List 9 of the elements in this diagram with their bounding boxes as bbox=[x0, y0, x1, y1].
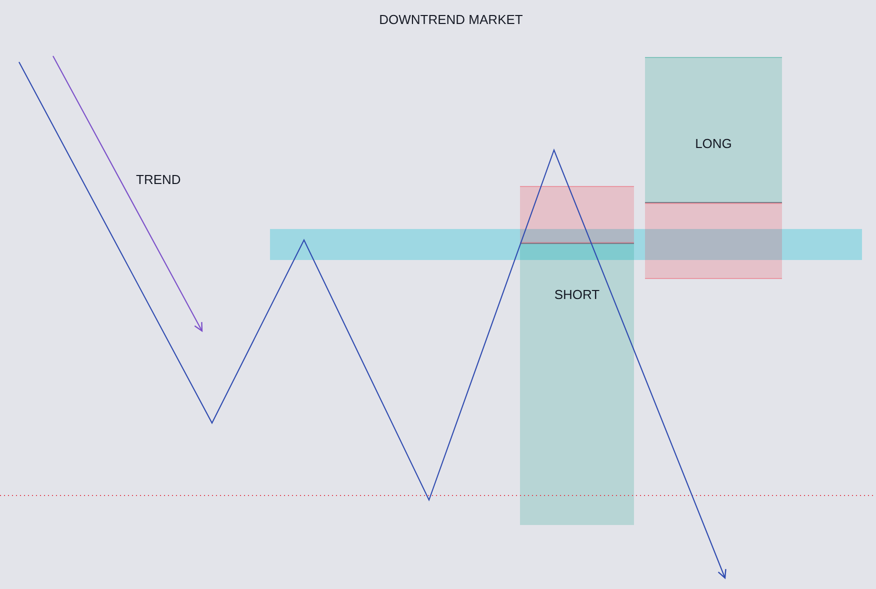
position-label: SHORT bbox=[554, 287, 600, 303]
stop-loss-zone bbox=[645, 203, 782, 279]
zone-band bbox=[270, 229, 862, 260]
stop-loss-zone bbox=[520, 186, 634, 243]
position-target-zone bbox=[645, 57, 782, 203]
diagram-title: DOWNTREND MARKET bbox=[379, 12, 523, 28]
position-label: LONG bbox=[695, 136, 732, 152]
position-target-zone bbox=[520, 243, 634, 525]
trend-label: TREND bbox=[136, 172, 181, 188]
